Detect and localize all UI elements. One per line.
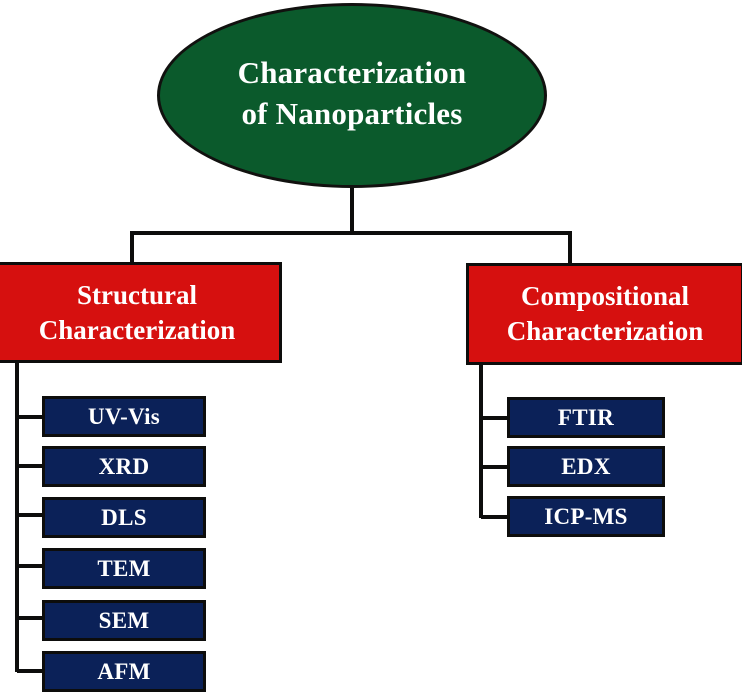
leaf-node-edx[interactable]: EDX [507,446,665,487]
leaf-node-tem[interactable]: TEM [42,548,206,589]
leaf-node-xrd[interactable]: XRD [42,446,206,487]
branch-node-structural-characterization[interactable]: Structural Characterization [0,262,282,363]
leaf-node-uv-vis-label: UV-Vis [87,404,161,429]
leaf-node-sem[interactable]: SEM [42,600,206,641]
branch-node-compositional-characterization[interactable]: Compositional Characterization [466,263,742,365]
leaf-node-ftir[interactable]: FTIR [507,397,665,438]
branch-node-structural-label: Structural Characterization [38,279,236,345]
leaf-node-tem-label: TEM [97,556,151,581]
leaf-node-sem-label: SEM [98,608,150,633]
leaf-node-afm-label: AFM [97,659,151,684]
branch-node-compositional-label: Compositional Characterization [506,281,704,346]
root-node-label: Characterization of Nanoparticles [237,55,467,131]
leaf-node-dls[interactable]: DLS [42,497,206,538]
root-node-characterization-of-nanoparticles[interactable]: Characterization of Nanoparticles [157,3,547,188]
leaf-node-edx-label: EDX [561,454,611,479]
leaf-node-afm[interactable]: AFM [42,651,206,692]
leaf-node-uv-vis[interactable]: UV-Vis [42,396,206,437]
leaf-node-icp-ms[interactable]: ICP-MS [507,496,665,537]
leaf-node-xrd-label: XRD [98,454,150,479]
leaf-node-icp-ms-label: ICP-MS [544,504,628,529]
leaf-node-dls-label: DLS [101,505,147,530]
leaf-node-ftir-label: FTIR [557,405,615,430]
